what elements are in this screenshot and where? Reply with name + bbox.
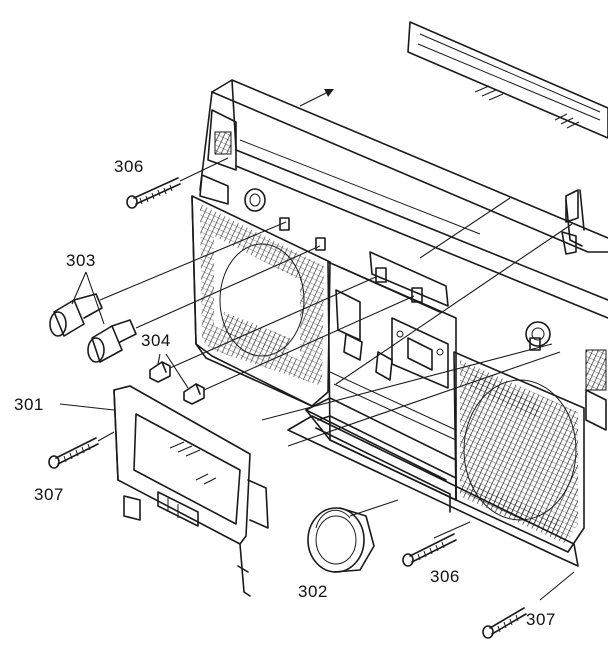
callout-307-bottom: 307 — [526, 610, 556, 629]
deck-button — [315, 237, 326, 251]
cassette-door-301 — [59, 385, 269, 597]
callout-306-bottom: 306 — [430, 567, 460, 586]
screw-307-bottom — [482, 607, 527, 639]
callout-306-top: 306 — [114, 157, 144, 176]
callout-307-left: 307 — [34, 485, 64, 504]
right-bracket — [561, 189, 579, 255]
cabinet-housing — [199, 79, 608, 319]
assembly-guide-lines — [261, 197, 575, 601]
callout-301: 301 — [14, 395, 44, 414]
leader-303-a — [71, 271, 87, 305]
leader-304-a — [157, 353, 161, 365]
deck-button — [411, 287, 423, 303]
callout-302: 302 — [298, 582, 328, 601]
button-304-b — [183, 383, 205, 405]
cassette-deck-area — [279, 217, 579, 567]
knob-303-upper — [49, 221, 287, 337]
top-cover-panel — [407, 21, 608, 139]
right-speaker-grille — [453, 349, 607, 553]
callout-303: 303 — [66, 251, 96, 270]
knob-303-lower — [87, 245, 321, 363]
deck-button — [529, 337, 541, 351]
jack-socket — [244, 188, 266, 212]
leader-304-b — [165, 353, 189, 389]
callout-304: 304 — [141, 331, 171, 350]
assembly-direction-arrow — [299, 89, 334, 107]
knob-302 — [307, 507, 375, 573]
screw-307-left — [48, 431, 115, 469]
leader-303-b — [85, 271, 105, 325]
button-304-a — [149, 361, 171, 383]
screw-306-bottom — [402, 533, 457, 567]
deck-button — [375, 267, 387, 283]
screw-306-top — [126, 157, 229, 209]
left-speaker-grille — [191, 195, 331, 407]
